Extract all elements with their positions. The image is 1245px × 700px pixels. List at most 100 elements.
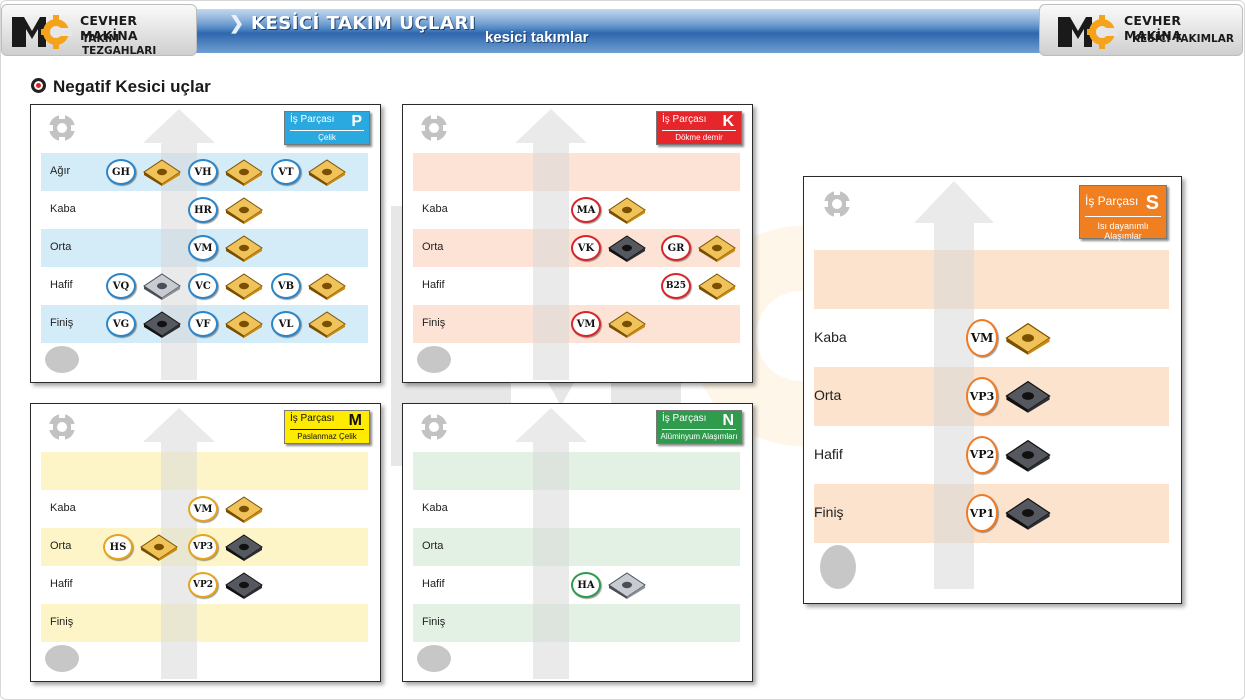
row-label: Hafif [814, 445, 843, 462]
insert-grade-vm[interactable]: VM [966, 318, 1052, 357]
cutting-insert-icon [1004, 438, 1052, 472]
row-label: Finiş [422, 616, 446, 628]
grade-code-label: MA [571, 197, 601, 223]
brand-left[interactable]: CEVHER MAKİNA TAKIM TEZGAHLARI [1, 4, 197, 57]
grade-code-label: VQ [106, 273, 136, 299]
insert-grade-vk[interactable]: VK [571, 234, 647, 262]
cutting-insert-icon [697, 272, 737, 300]
cutting-insert-icon [307, 310, 347, 338]
table-row: Kaba [814, 309, 1169, 368]
cutting-insert-icon [1004, 496, 1052, 530]
row-label: Finiş [814, 504, 844, 520]
insert-grade-vp2[interactable]: VP2 [188, 571, 264, 599]
workpiece-badge-K: İş Parçası K Dökme demir [656, 111, 742, 145]
table-row: Kaba [41, 490, 368, 528]
insert-grade-ha[interactable]: HA [571, 571, 647, 599]
row-label: Orta [50, 540, 72, 552]
cutting-insert-icon [607, 196, 647, 224]
insert-grade-vq[interactable]: VQ [106, 272, 182, 300]
holder-shape-icon [417, 645, 451, 672]
insert-grade-vb[interactable]: VB [271, 272, 347, 300]
up-arrow-icon [515, 109, 587, 380]
row-label: Finiş [422, 317, 446, 329]
holder-shape-icon [417, 346, 451, 373]
tool-holder-icon [45, 111, 79, 145]
insert-grade-hs[interactable]: HS [103, 533, 179, 561]
insert-grade-gr[interactable]: GR [661, 234, 737, 262]
cutting-insert-icon [142, 272, 182, 300]
cutting-insert-icon [224, 196, 264, 224]
row-label: Hafif [422, 279, 445, 291]
cutting-insert-icon [224, 272, 264, 300]
insert-grade-vg[interactable]: VG [106, 310, 182, 338]
insert-grade-gh[interactable]: GH [106, 158, 182, 186]
tool-holder-icon [820, 187, 854, 221]
insert-grade-vm[interactable]: VM [571, 310, 647, 338]
insert-grade-vm[interactable]: VM [188, 495, 264, 523]
insert-grade-vt[interactable]: VT [271, 158, 347, 186]
cevher-logo-icon [12, 15, 72, 49]
cutting-insert-icon [224, 158, 264, 186]
table-row [413, 452, 740, 490]
grade-code-label: VG [106, 311, 136, 337]
insert-grade-ma[interactable]: MA [571, 196, 647, 224]
row-label: Hafif [50, 279, 73, 291]
cutting-insert-icon [1004, 321, 1052, 355]
cutting-insert-icon [224, 310, 264, 338]
badge-label: İş Parçası [1085, 194, 1139, 208]
insert-grade-vf[interactable]: VF [188, 310, 264, 338]
insert-grade-vc[interactable]: VC [188, 272, 264, 300]
grade-code-label: VM [966, 318, 998, 357]
grade-code-label: VF [188, 311, 218, 337]
up-arrow-icon [143, 408, 215, 679]
cutting-insert-icon [139, 533, 179, 561]
cutting-insert-icon [224, 234, 264, 262]
section-title: Negatif Kesici uçlar [31, 77, 211, 97]
badge-label: İş Parçası [662, 114, 707, 125]
insert-grade-b25[interactable]: B25 [661, 272, 737, 300]
badge-letter: M [348, 412, 362, 429]
insert-grade-vp2[interactable]: VP2 [966, 435, 1052, 474]
grade-code-label: HR [188, 197, 218, 223]
badge-letter: K [722, 113, 734, 130]
brand-left-name: CEVHER MAKİNA [80, 13, 138, 43]
badge-material: Çelik [318, 133, 336, 142]
grade-code-label: HS [103, 534, 133, 560]
header-bar [191, 9, 1051, 53]
brand-right[interactable]: CEVHER MAKİNA KESİCİ TAKIMLAR [1039, 4, 1243, 56]
cutting-insert-icon [142, 310, 182, 338]
row-label: Kaba [50, 203, 76, 215]
badge-letter: N [722, 412, 734, 429]
badge-material: Isı dayanımlı Alaşımlar [1097, 221, 1149, 241]
section-title-text: Negatif Kesici uçlar [53, 77, 211, 96]
up-arrow-icon [914, 181, 994, 589]
page-subtitle: kesici takımlar [485, 29, 589, 46]
insert-grade-vl[interactable]: VL [271, 310, 347, 338]
table-row: Orta [413, 528, 740, 566]
insert-grade-hr[interactable]: HR [188, 196, 264, 224]
brand-right-name: CEVHER MAKİNA [1124, 13, 1182, 43]
grade-code-label: VB [271, 273, 301, 299]
row-label: Finiş [50, 317, 74, 329]
up-arrow-icon [515, 408, 587, 679]
table-row: Hafif [413, 566, 740, 604]
table-row [41, 452, 368, 490]
insert-grade-vp3[interactable]: VP3 [188, 533, 264, 561]
row-label: Orta [422, 241, 444, 253]
grade-code-label: VP2 [188, 572, 218, 598]
insert-grade-vh[interactable]: VH [188, 158, 264, 186]
badge-label: İş Parçası [290, 114, 335, 125]
table-row [814, 250, 1169, 309]
table-row: Kaba [413, 191, 740, 229]
grade-code-label: VH [188, 159, 218, 185]
cutting-insert-icon [224, 571, 264, 599]
insert-grade-vm[interactable]: VM [188, 234, 264, 262]
grade-code-label: VT [271, 159, 301, 185]
row-label: Hafif [50, 578, 73, 590]
chevron-right-icon: ❯ [229, 13, 245, 33]
cevher-logo-icon [1058, 15, 1118, 49]
cutting-insert-icon [224, 495, 264, 523]
insert-grade-vp3[interactable]: VP3 [966, 377, 1052, 415]
insert-grade-vp1[interactable]: VP1 [966, 494, 1052, 532]
